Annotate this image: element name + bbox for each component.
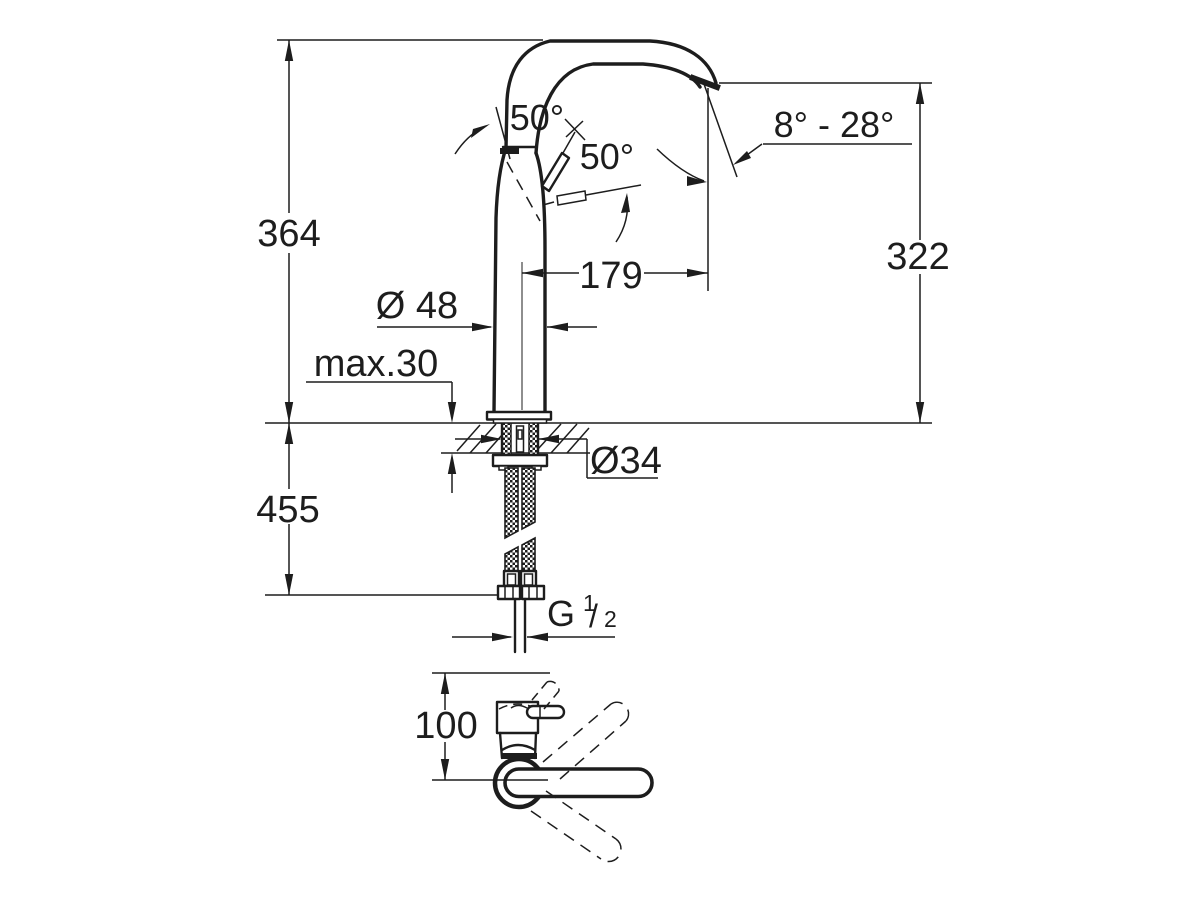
- dim-179-label: 179: [579, 255, 642, 297]
- lever-indicators: [454, 106, 642, 243]
- angle-reference-line: [495, 106, 511, 160]
- base-plate: [485, 410, 553, 421]
- dim-100-label: 100: [414, 705, 477, 747]
- shank-thread-left: [502, 423, 511, 455]
- top-view: [492, 680, 654, 863]
- hose-hex-fitting-left: [496, 584, 522, 601]
- lever-horizontal-ghost: [556, 190, 587, 206]
- spout-swivel-ghost-down: [530, 790, 622, 863]
- angle-labels: 50° 50° 8° - 28°: [510, 97, 912, 177]
- hose-right-upper: [521, 467, 536, 531]
- supply-hoses: [496, 467, 546, 654]
- mounting-nut: [491, 453, 549, 468]
- shank-thread-right: [529, 423, 538, 455]
- shank-inner-rod: [517, 429, 523, 440]
- spout-outer-contour: [492, 39, 718, 414]
- thread-denominator-label: 2: [604, 606, 617, 632]
- front-view: [485, 39, 721, 424]
- outlet-tilt-ray: [703, 83, 738, 178]
- spout-inner-contour: [534, 62, 702, 155]
- lever-raised: [540, 151, 571, 193]
- dim-455-label: 455: [256, 489, 319, 531]
- angle-range-label: 8° - 28°: [774, 104, 895, 145]
- thread-numerator-label: 1: [583, 590, 596, 616]
- thread-slash-label: /: [589, 598, 598, 634]
- dim-max30-label: max.30: [314, 343, 439, 385]
- mounting-deck: [265, 422, 932, 454]
- dim-total-height: 364: [257, 39, 543, 423]
- lever-up-ghost: [531, 680, 560, 710]
- dim-d48-label: Ø 48: [376, 285, 458, 327]
- base-gasket: [492, 418, 548, 424]
- dim-spout-height: 322: [719, 82, 950, 423]
- spout-top-view: [503, 767, 654, 799]
- hose-right-lower: [521, 536, 536, 572]
- spout-swivel-ghost-up: [542, 701, 630, 780]
- dim-322-label: 322: [886, 236, 949, 278]
- dim-hole-diameter: Ø34: [455, 434, 662, 482]
- dim-thread: G 1 / 2: [452, 590, 617, 642]
- thread-prefix-label: G: [547, 593, 575, 634]
- angle-50-front-label: 50°: [510, 97, 564, 138]
- dim-top-view-depth: 100: [414, 672, 550, 781]
- dim-364-label: 364: [257, 213, 320, 255]
- lever-pin: [525, 704, 566, 720]
- spout-outlet-face: [689, 74, 721, 91]
- dim-below-deck: 455: [256, 423, 498, 596]
- spout-tilt-indicator: [656, 83, 763, 291]
- dim-body-diameter: Ø 48: [376, 285, 597, 332]
- angle-50-side-label: 50°: [580, 136, 634, 177]
- lever-hidden-axis: [506, 161, 541, 222]
- neck-shading-arc: [500, 743, 537, 752]
- dim-deck-thickness: max.30: [306, 343, 457, 493]
- hose-left-upper: [504, 467, 519, 540]
- leader-arrowhead: [471, 124, 490, 138]
- lever-horizontal-axis: [585, 184, 642, 196]
- dim-d34-label: Ø34: [590, 440, 662, 482]
- tilt-arc: [656, 148, 705, 182]
- hose-left-lower: [504, 545, 519, 572]
- body-right-contour: [534, 151, 547, 414]
- hose-hex-fitting-right: [520, 584, 546, 601]
- dim-spout-reach: 179: [522, 255, 708, 297]
- mounting-shank: [491, 421, 549, 471]
